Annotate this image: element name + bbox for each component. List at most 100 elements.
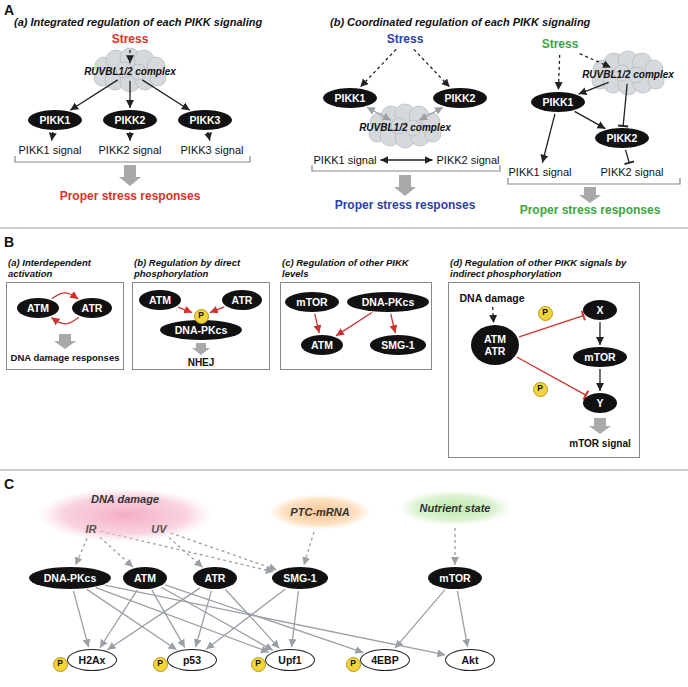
kinase-oval: PIKK1: [531, 92, 585, 112]
panel-heading: (a) Integrated regulation of each PIKK s…: [14, 16, 262, 29]
connector: [129, 132, 130, 141]
node-text: PIKK3 signal: [181, 144, 244, 157]
node-text: ATR: [205, 572, 226, 584]
panel-divider: [0, 228, 688, 229]
kinase-oval: DNA-PKcs: [29, 567, 112, 589]
node-text: P: [198, 311, 204, 321]
kinase-oval: DNA-PKcs: [347, 292, 430, 312]
complex-label: RUVBL1/2 complex: [357, 121, 453, 135]
node-text: Stress: [112, 33, 149, 47]
connector: [414, 49, 450, 87]
outcome-text: NHEJ: [188, 357, 215, 369]
phospho-circle: P: [538, 306, 553, 321]
node-text: UV: [151, 523, 166, 536]
connector: [304, 532, 314, 565]
kinase-oval: PIKK2: [595, 128, 649, 148]
kinase-oval: PIKK1: [323, 88, 377, 108]
connector: [87, 589, 177, 649]
kinase-oval: PIKK1: [28, 110, 82, 130]
complex-label: RUVBL1/2 complex: [82, 65, 178, 79]
node-text: P: [255, 659, 261, 669]
node-text: PIKK1: [40, 114, 71, 126]
kinase-oval: mTOR: [573, 347, 627, 367]
substrate-oval: Upf1: [265, 649, 315, 671]
phospho-circle: P: [53, 657, 68, 672]
stimulus-cloud: PTC-mRNA: [268, 494, 372, 530]
connector: [367, 107, 391, 120]
connector: [107, 588, 200, 650]
text-node: DNA damage: [458, 291, 527, 305]
connector: [580, 54, 611, 68]
node-text: Stress: [387, 33, 424, 47]
node-text: 4EBP: [371, 654, 398, 666]
connector: [454, 528, 455, 565]
node-text: Akt: [462, 654, 479, 666]
connector: [52, 132, 53, 141]
kinase-oval: ATR: [72, 298, 112, 318]
node-text: PIKK2 signal: [437, 154, 500, 167]
cloud-shape: [268, 494, 372, 530]
connector: [196, 591, 212, 647]
panel-divider: [0, 470, 688, 471]
connector: [70, 80, 118, 110]
signal-bracket: [15, 156, 250, 162]
node-text: mTOR: [584, 351, 615, 363]
connector: [225, 589, 279, 648]
node-text: Y: [596, 397, 603, 409]
block-arrow: [579, 187, 601, 203]
node-text: DNA-PKcs: [44, 572, 97, 584]
connector: [105, 585, 446, 655]
connector: [169, 538, 203, 568]
panel-frame: (b) Regulation by direct phosphorylation…: [132, 282, 270, 370]
node-text: P: [350, 659, 356, 669]
text-node: Stress: [540, 37, 581, 53]
text-node: Stress: [110, 32, 151, 48]
node-text: mTOR: [296, 296, 327, 308]
node-text: Stress: [542, 38, 579, 52]
connector: [457, 591, 467, 647]
connector: [519, 316, 583, 337]
node-text: PIKK2 signal: [99, 144, 162, 157]
node-text: ATR: [485, 345, 506, 357]
connector: [579, 82, 609, 94]
connector: [165, 585, 363, 653]
panel-letter: C: [4, 476, 14, 492]
connector: [292, 591, 299, 647]
node-text: PIKK2: [115, 114, 146, 126]
text-node: IR: [84, 522, 99, 537]
node-text: SMG-1: [283, 572, 316, 584]
text-node: PIKK1 signal: [507, 165, 574, 180]
node-text: (a) Interdependent activation: [8, 258, 124, 280]
phospho-circle: P: [251, 657, 266, 672]
connector: [96, 588, 269, 653]
kinase-oval: mTOR: [428, 567, 482, 589]
connector: [360, 49, 396, 87]
substrate-oval: p53: [167, 649, 217, 671]
node-text: SMG-1: [381, 339, 414, 351]
outcome-text: mTOR signal: [569, 438, 631, 450]
connector: [625, 150, 629, 163]
kinase-oval: X: [583, 300, 617, 320]
cloud-shape: [37, 488, 213, 542]
text-node: UV: [149, 522, 168, 537]
complex-label: RUVBL1/2 complex: [580, 68, 676, 82]
kinase-oval: ATM: [17, 298, 59, 318]
kinase-oval: ATMATR: [471, 325, 519, 365]
block-arrow: [119, 165, 141, 186]
node-text: PIKK1 signal: [19, 144, 82, 157]
node-text: P: [157, 659, 163, 669]
kinase-oval: ATM: [301, 335, 343, 355]
node-text: P: [57, 659, 63, 669]
connector: [599, 369, 600, 391]
block-arrow: [192, 343, 210, 355]
connector: [395, 590, 445, 648]
node-text: DNA damage: [460, 292, 525, 304]
node-text: DNA-PKcs: [362, 296, 415, 308]
connector: [623, 84, 627, 126]
connector: [315, 314, 319, 333]
connector: [142, 80, 190, 110]
node-text: P: [542, 308, 548, 318]
connector: [129, 50, 130, 63]
node-text: Upf1: [278, 654, 301, 666]
connector: [178, 307, 192, 313]
